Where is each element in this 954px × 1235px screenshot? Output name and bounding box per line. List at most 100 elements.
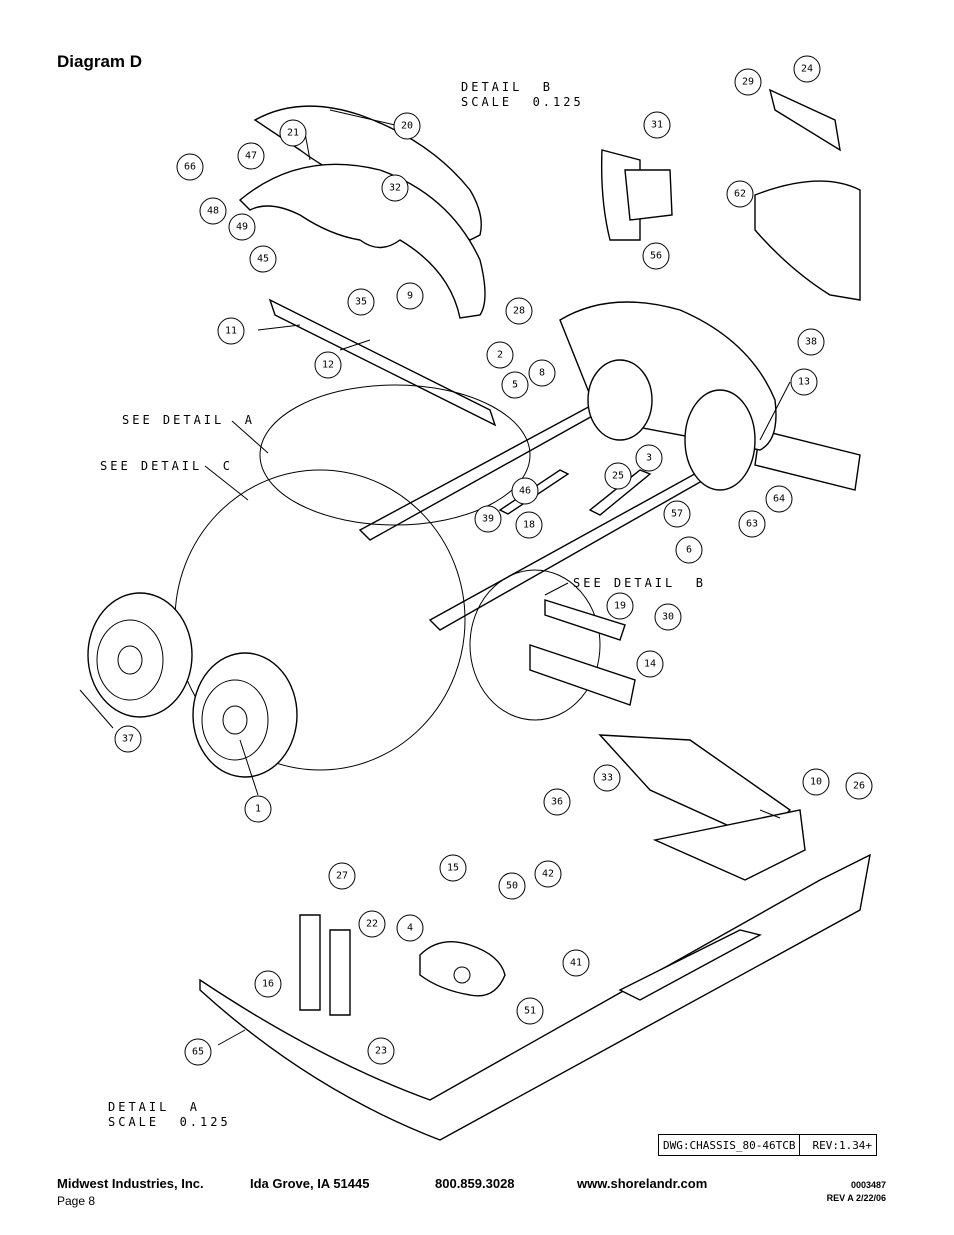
detail-b-title: DETAIL B (461, 80, 554, 94)
callout-circle (654, 603, 682, 631)
callout-circle (114, 725, 142, 753)
callout-circle (244, 795, 272, 823)
callout-number: 63 (746, 519, 758, 530)
callout-circle (734, 68, 762, 96)
footer-website: www.shorelandr.com (577, 1176, 708, 1191)
callout-21: 21 (279, 119, 307, 147)
callout-number: 47 (245, 151, 257, 162)
callout-circle (845, 772, 873, 800)
callout-number: 11 (225, 326, 237, 337)
callout-64: 64 (765, 485, 793, 513)
callout-12: 12 (314, 351, 342, 379)
callout-circle (515, 511, 543, 539)
callout-circle (765, 485, 793, 513)
callout-27: 27 (328, 862, 356, 890)
callout-number: 22 (366, 919, 378, 930)
callout-circle (439, 854, 467, 882)
callout-13: 13 (790, 368, 818, 396)
callout-number: 36 (551, 797, 563, 808)
callout-number: 38 (805, 337, 817, 348)
callout-42: 42 (534, 860, 562, 888)
callout-circle (528, 359, 556, 387)
callout-number: 13 (798, 377, 810, 388)
drawing-number: DWG:CHASSIS_80-46TCB (663, 1138, 796, 1152)
callout-48: 48 (199, 197, 227, 225)
callout-circle (237, 142, 265, 170)
callout-circle (328, 862, 356, 890)
callout-circle (184, 1038, 212, 1066)
callout-62: 62 (726, 180, 754, 208)
callout-number: 31 (651, 120, 663, 131)
callout-circle (176, 153, 204, 181)
callout-number: 15 (447, 863, 459, 874)
callout-50: 50 (498, 872, 526, 900)
footer-revision: REV A 2/22/06 (826, 1193, 886, 1203)
callout-circle (516, 997, 544, 1025)
callout-45: 45 (249, 245, 277, 273)
callout-number: 45 (257, 254, 269, 265)
callout-circle (199, 197, 227, 225)
callout-33: 33 (593, 764, 621, 792)
callout-number: 23 (375, 1046, 387, 1057)
callout-circle (643, 111, 671, 139)
callout-29: 29 (734, 68, 762, 96)
callout-number: 20 (401, 121, 413, 132)
callout-number: 16 (262, 979, 274, 990)
callout-number: 41 (570, 958, 582, 969)
callout-14: 14 (636, 650, 664, 678)
callout-22: 22 (358, 910, 386, 938)
callout-circle (228, 213, 256, 241)
footer-location: Ida Grove, IA 51445 (250, 1176, 370, 1191)
callout-number: 62 (734, 189, 746, 200)
callout-41: 41 (562, 949, 590, 977)
callout-10: 10 (802, 768, 830, 796)
callout-32: 32 (381, 174, 409, 202)
callout-number: 21 (287, 128, 299, 139)
callout-number: 50 (506, 881, 518, 892)
callout-4: 4 (396, 914, 424, 942)
footer-doc-number: 0003487 (850, 1180, 886, 1190)
callout-6: 6 (675, 536, 703, 564)
callout-circle (254, 970, 282, 998)
detail-b-parts (600, 88, 861, 301)
callout-circle (534, 860, 562, 888)
callout-18: 18 (515, 511, 543, 539)
fender-drawing (238, 105, 486, 319)
callout-30: 30 (654, 603, 682, 631)
callout-number: 26 (853, 781, 865, 792)
callout-39: 39 (474, 505, 502, 533)
callout-38: 38 (797, 328, 825, 356)
callout-circle (249, 245, 277, 273)
see-detail-a-label: SEE DETAIL A (122, 413, 255, 427)
callout-number: 46 (519, 486, 531, 497)
callout-circle (790, 368, 818, 396)
callout-circle (279, 119, 307, 147)
callout-circle (663, 500, 691, 528)
callout-circle (642, 242, 670, 270)
callout-28: 28 (505, 297, 533, 325)
callout-number: 33 (601, 773, 613, 784)
footer-phone: 800.859.3028 (435, 1176, 515, 1191)
callout-number: 6 (686, 545, 692, 556)
callout-circle (606, 592, 634, 620)
chassis-frame (268, 298, 861, 631)
callout-number: 48 (207, 206, 219, 217)
detail-b-outline (469, 569, 601, 721)
callout-circle (393, 112, 421, 140)
callout-circle (501, 371, 529, 399)
callout-number: 14 (644, 659, 656, 670)
callout-number: 56 (650, 251, 662, 262)
callout-number: 57 (671, 509, 683, 520)
callout-number: 42 (542, 869, 554, 880)
wheels (87, 592, 298, 778)
callout-circle (217, 317, 245, 345)
callout-number: 32 (389, 183, 401, 194)
drawing-info-box: DWG:CHASSIS_80-46TCB REV:1.34+ (658, 1134, 878, 1156)
footer-page-number: Page 8 (57, 1194, 96, 1208)
callout-number: 12 (322, 360, 334, 371)
callout-circle (347, 288, 375, 316)
callout-31: 31 (643, 111, 671, 139)
callout-number: 35 (355, 297, 367, 308)
